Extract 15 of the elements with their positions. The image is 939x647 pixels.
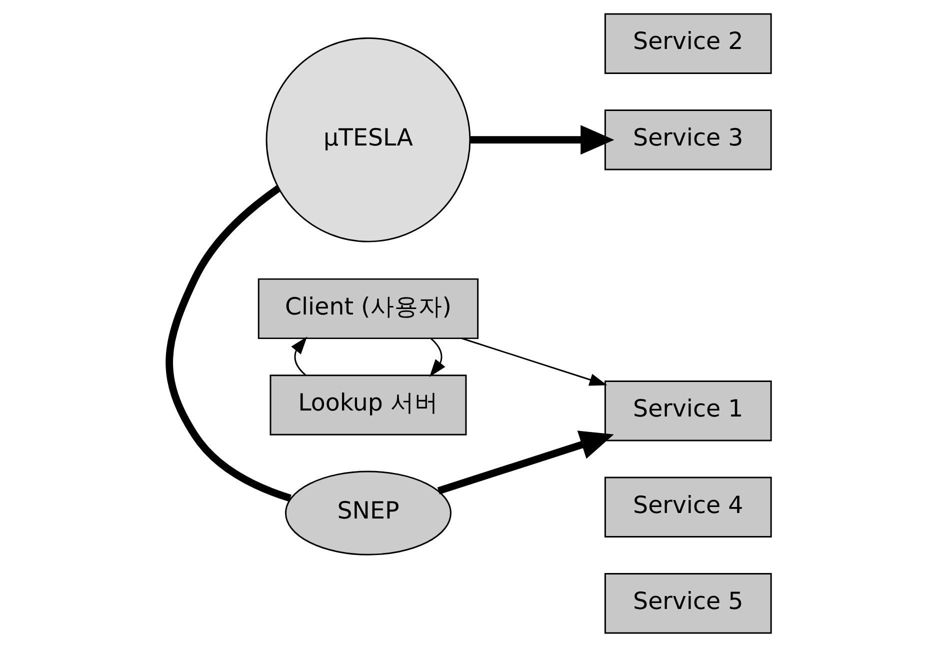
arrow (470, 125, 614, 155)
arrow (436, 430, 614, 494)
node-box: Client (사용자) (257, 278, 478, 340)
node-circle: μTESLA (265, 37, 470, 242)
node-ellipse: SNEP (284, 470, 451, 556)
node-box: Service 2 (604, 13, 772, 74)
node-box: Service 5 (604, 573, 772, 634)
connector (165, 185, 292, 502)
node-box: Service 3 (604, 110, 772, 170)
node-box: Service 4 (604, 476, 772, 538)
arrow (290, 336, 307, 376)
arrow (428, 338, 445, 377)
node-box: Service 1 (604, 380, 772, 442)
node-box: Lookup 서버 (269, 374, 466, 436)
arrow (461, 338, 607, 386)
